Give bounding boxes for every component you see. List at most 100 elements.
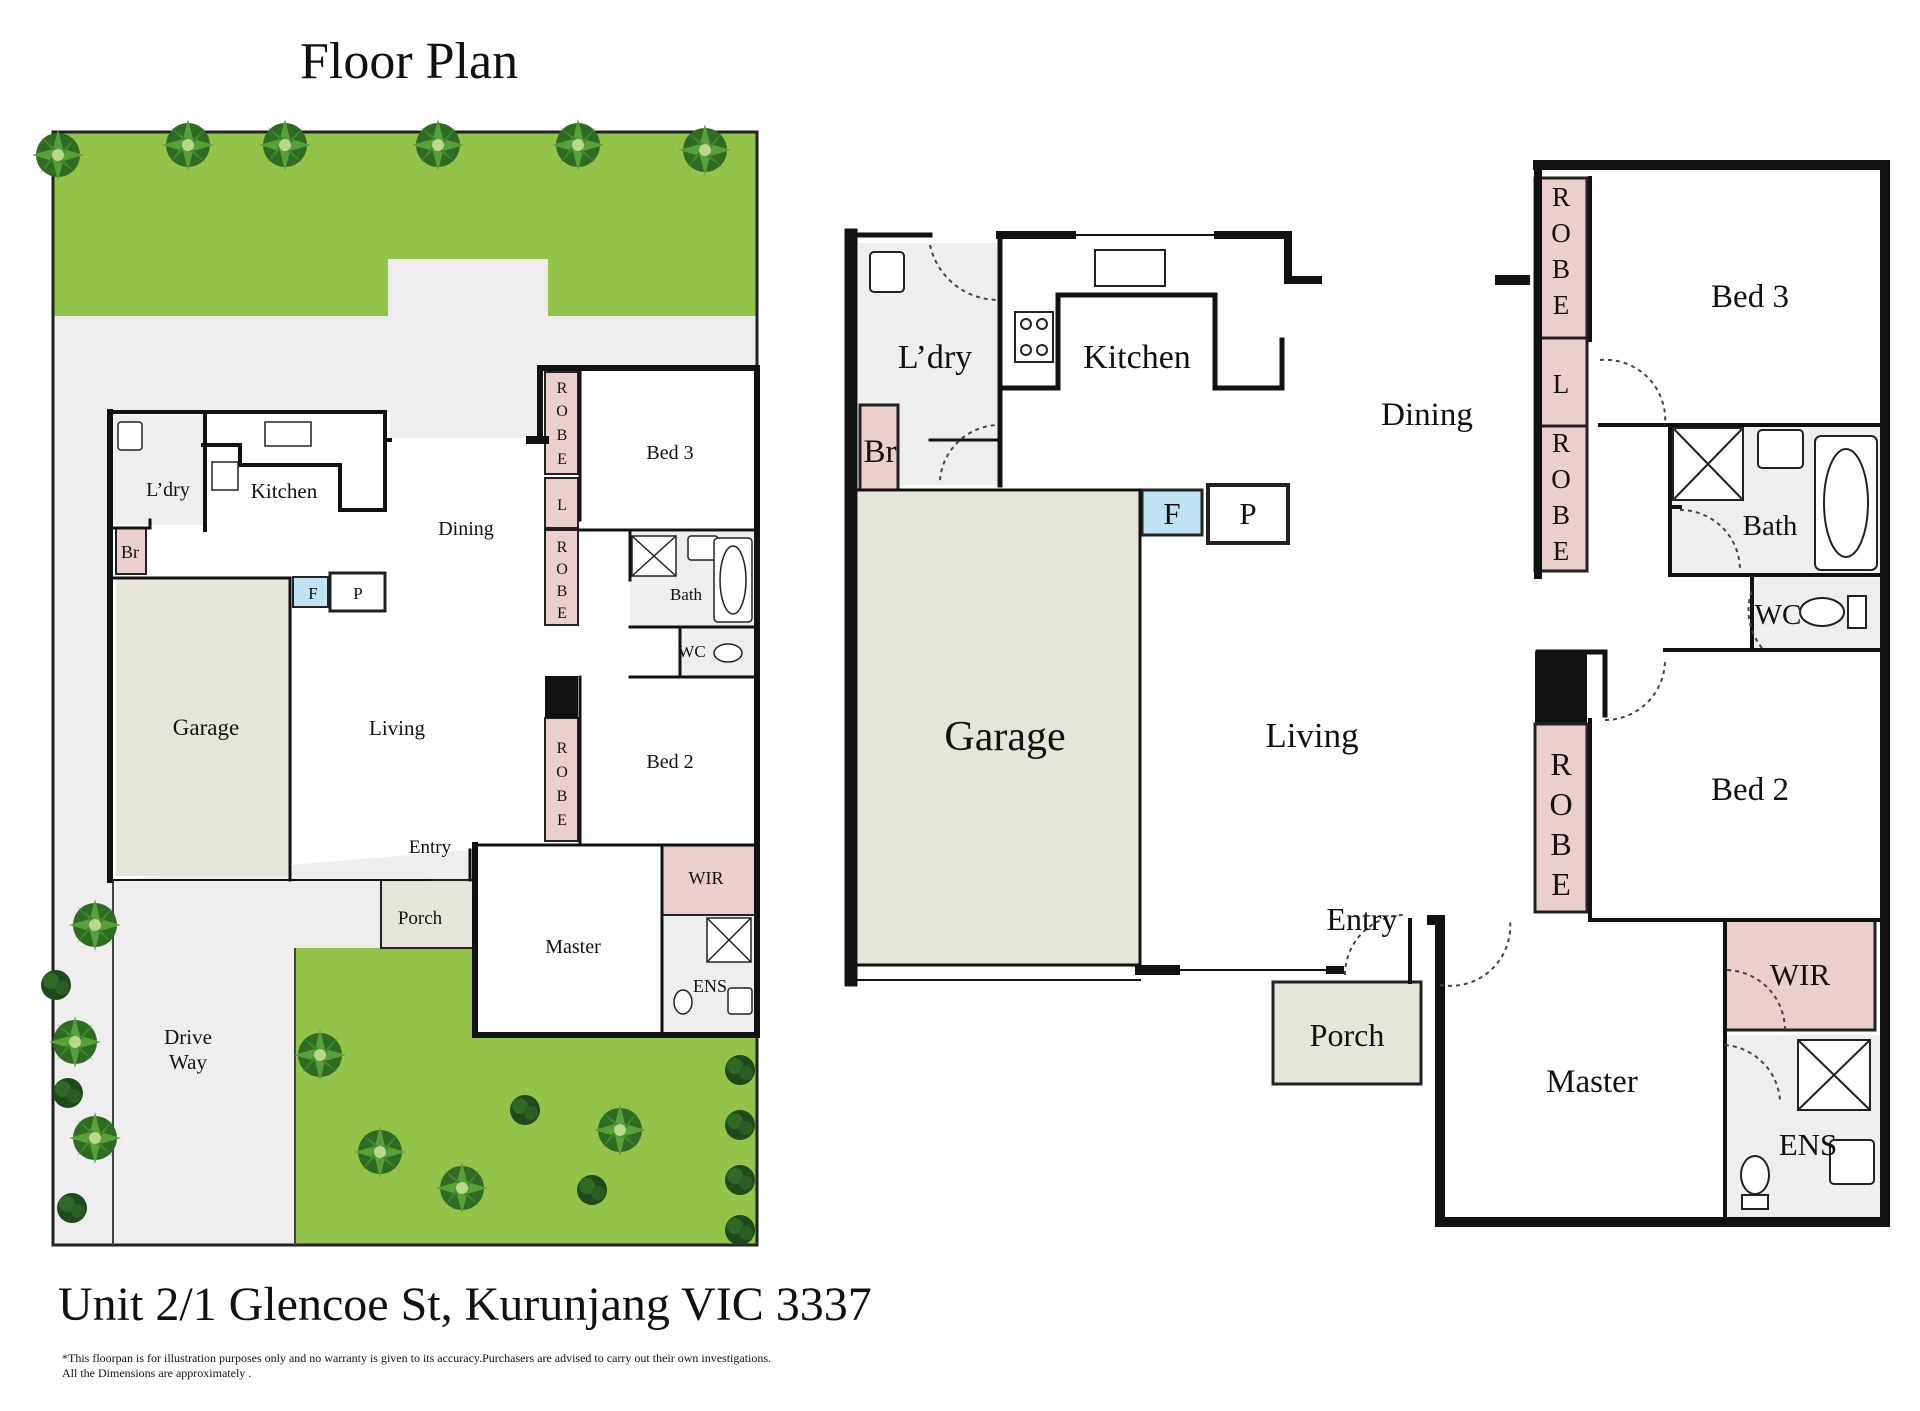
site-label-living: Living	[369, 716, 425, 740]
shrub-icon	[57, 1193, 87, 1223]
site-robe-bed3b	[544, 529, 579, 626]
site-label-laundry: L’dry	[146, 479, 190, 501]
site-robe-letter: O	[556, 561, 568, 578]
linen-cupboard	[1533, 336, 1589, 428]
site-robe-letter: R	[557, 539, 568, 556]
sink-icon	[1094, 249, 1166, 287]
site-fridge	[292, 576, 329, 608]
site-robe-letter: E	[557, 605, 567, 622]
label-fridge: F	[1163, 496, 1180, 531]
robe-bed3	[1533, 176, 1589, 340]
page-title: Floor Plan	[300, 33, 519, 90]
shrub-icon	[53, 1078, 83, 1108]
label-bed2: Bed 2	[1711, 772, 1789, 808]
site-label-master: Master	[545, 936, 601, 958]
shrub-icon	[725, 1110, 755, 1140]
label-master: Master	[1546, 1064, 1638, 1100]
robe-letter: O	[1549, 786, 1572, 822]
property-address: Unit 2/1 Glencoe St, Kurunjang VIC 3337	[58, 1278, 872, 1331]
site-label-porch: Porch	[398, 908, 443, 929]
fridge-space	[1140, 488, 1204, 537]
site-label-pantry: P	[353, 584, 362, 603]
label-br: Br	[864, 434, 897, 470]
robe-letter: B	[1552, 500, 1570, 530]
label-garage: Garage	[944, 714, 1065, 760]
site-label-wir: WIR	[689, 868, 724, 888]
site-robe-letter: R	[557, 740, 568, 757]
linen-letter: L	[1553, 369, 1570, 399]
site-label-bed2: Bed 2	[646, 751, 693, 773]
label-entry: Entry	[1326, 901, 1397, 937]
label-wir: WIR	[1770, 957, 1831, 992]
robe-letter: R	[1552, 182, 1570, 212]
site-label-wc: WC	[678, 642, 705, 661]
porch-floor	[1271, 980, 1423, 1086]
door-swing-icon	[929, 244, 1786, 1101]
basin-icon	[1757, 429, 1804, 469]
site-robe-letter: R	[557, 380, 568, 397]
robe-letter: B	[1550, 826, 1571, 862]
site-label-way: Way	[169, 1050, 207, 1074]
shrub-icon	[41, 970, 71, 1000]
site-label-dining: Dining	[438, 518, 494, 540]
robe-letter: B	[1552, 254, 1570, 284]
site-robe-letter: B	[557, 427, 568, 444]
site-robe-bed3	[544, 371, 579, 475]
site-robe-letter: O	[556, 403, 568, 420]
shrub-icon	[725, 1215, 755, 1245]
site-label-bed3: Bed 3	[646, 442, 693, 464]
label-bath: Bath	[1743, 510, 1798, 542]
plan-walls	[844, 160, 1890, 1227]
site-broom	[115, 527, 147, 575]
site-label-bath: Bath	[670, 585, 703, 604]
toilet-icon	[1799, 597, 1845, 627]
detailed-plan: L’dry Kitchen Dining Bed 3 Bath WC Bed 2…	[844, 160, 1890, 1227]
basin-icon	[1829, 1139, 1875, 1185]
label-wc: WC	[1755, 599, 1802, 631]
label-ens: ENS	[1779, 1127, 1838, 1162]
label-porch: Porch	[1310, 1017, 1385, 1053]
site-robe-bed2	[544, 717, 579, 842]
pantry	[1206, 483, 1290, 545]
label-bed3: Bed 3	[1711, 279, 1789, 315]
cooktop-icon	[1014, 311, 1054, 363]
site-linen-letter: L	[557, 497, 567, 514]
site-label-garage: Garage	[173, 715, 239, 740]
disclaimer-line: All the Dimensions are approximately .	[62, 1366, 252, 1380]
site-robe-letter: B	[557, 788, 568, 805]
site-wir	[661, 844, 756, 916]
label-laundry: L’dry	[898, 339, 972, 376]
robe-letter: R	[1550, 746, 1572, 782]
robe-letter: R	[1552, 428, 1570, 458]
garage-floor	[858, 492, 1140, 965]
shrub-icon	[510, 1095, 540, 1125]
label-kitchen: Kitchen	[1083, 339, 1191, 376]
site-robe-letter: B	[557, 583, 568, 600]
site-label-drive: Drive	[164, 1025, 212, 1049]
site-label-fridge: F	[308, 584, 317, 603]
toilet-icon	[1740, 1155, 1770, 1195]
disclaimer: *This floorpan is for illustration purpo…	[62, 1351, 771, 1381]
site-linen	[544, 477, 579, 529]
disclaimer-line: *This floorpan is for illustration purpo…	[62, 1351, 772, 1365]
robe-bed2	[1533, 722, 1589, 914]
label-dining: Dining	[1381, 397, 1473, 433]
plan-fixtures	[869, 249, 1878, 1210]
robe-letter: E	[1553, 536, 1570, 566]
robe-letter: O	[1551, 218, 1571, 248]
label-living: Living	[1265, 716, 1358, 755]
shrub-icon	[577, 1175, 607, 1205]
shrub-icon	[725, 1165, 755, 1195]
robe-letter: E	[1553, 290, 1570, 320]
site-label-br: Br	[121, 542, 139, 562]
site-plan: L’dry Kitchen Dining Bed 3 Bath WC Bed 2…	[32, 119, 760, 1247]
site-walls	[107, 365, 760, 1038]
label-pantry: P	[1239, 496, 1256, 531]
broom-cupboard	[858, 403, 900, 492]
robe-letter: E	[1551, 866, 1571, 902]
site-robe-letter: E	[557, 812, 567, 829]
back-lawn	[53, 132, 757, 316]
site-label-entry: Entry	[409, 837, 452, 858]
site-label-kitchen: Kitchen	[251, 479, 318, 503]
